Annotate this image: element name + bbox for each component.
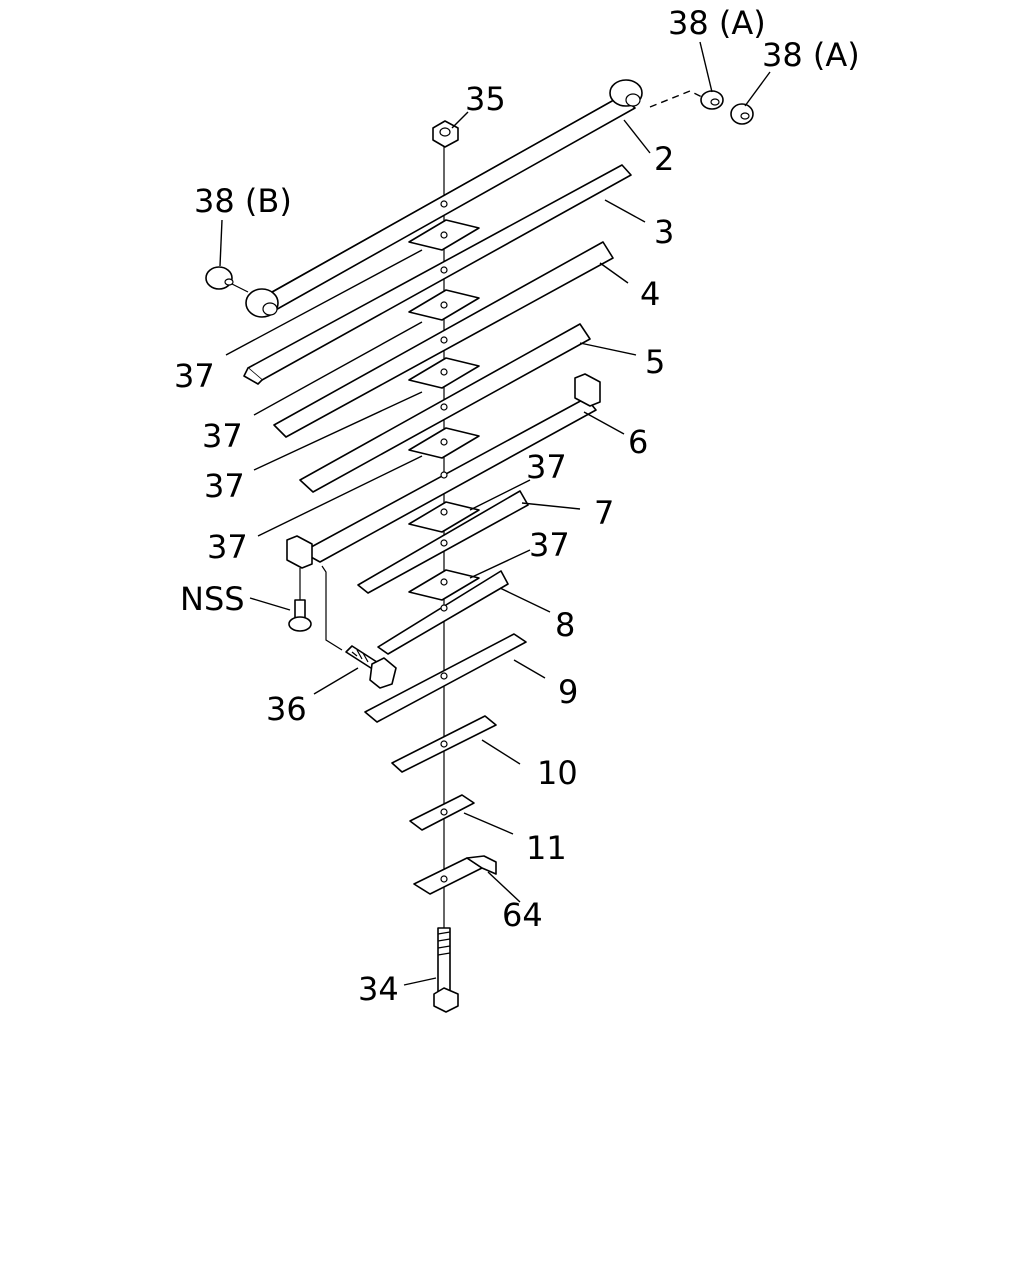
bushing-38a-2 (730, 103, 754, 125)
label-6: 6 (628, 423, 648, 461)
label-38a-1: 38 (A) (668, 4, 766, 42)
label-35: 35 (465, 80, 506, 118)
center-bolt-part-34 (433, 927, 459, 1013)
label-37-6: 37 (529, 526, 570, 564)
label-5: 5 (645, 343, 665, 381)
label-36: 36 (266, 690, 307, 728)
bolt-part-36 (345, 645, 397, 689)
liner-37 (408, 501, 480, 533)
label-37-5: 37 (207, 528, 248, 566)
leaf-part-3 (243, 164, 632, 385)
label-38b: 38 (B) (194, 182, 292, 220)
label-7: 7 (594, 494, 614, 532)
leaf-part-8 (377, 569, 509, 655)
label-10: 10 (537, 754, 578, 792)
bushing-38a-1 (700, 90, 724, 110)
label-2: 2 (654, 140, 674, 178)
label-34: 34 (358, 970, 399, 1008)
label-9: 9 (558, 673, 578, 711)
label-37-1: 37 (174, 357, 215, 395)
clip-rear (286, 535, 313, 569)
plate-part-9 (364, 633, 527, 723)
label-64: 64 (502, 896, 543, 934)
plate-part-10 (391, 715, 497, 773)
label-4: 4 (640, 275, 660, 313)
leader-lines (219, 41, 771, 986)
main-leaf-part-2 (245, 79, 643, 318)
label-11: 11 (526, 829, 567, 867)
leaf-part-7 (357, 490, 529, 594)
label-3: 3 (654, 213, 674, 251)
leaf-part-5 (299, 323, 591, 493)
rivet-nss (288, 599, 312, 632)
leaf-part-4 (273, 241, 614, 438)
bushing-guide-line (649, 90, 703, 108)
label-37-3: 37 (204, 467, 245, 505)
bushing-38b (205, 266, 249, 293)
plate-part-11 (409, 794, 475, 831)
bracket-part-64 (413, 855, 497, 895)
label-37-2: 37 (202, 417, 243, 455)
label-nss: NSS (180, 580, 245, 618)
clip-front (574, 373, 601, 407)
label-38a-2: 38 (A) (762, 36, 860, 74)
label-8: 8 (555, 606, 575, 644)
label-37-4: 37 (526, 448, 567, 486)
leaf-part-6 (286, 373, 601, 651)
